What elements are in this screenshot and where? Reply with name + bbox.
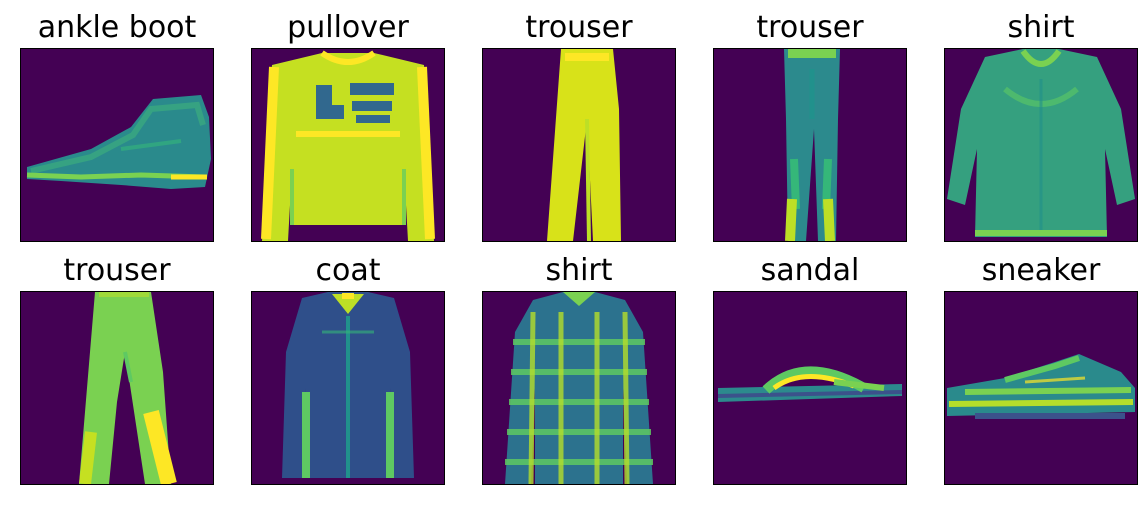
panel-title: coat <box>315 253 381 288</box>
sneaker-icon <box>947 354 1135 419</box>
coat-icon <box>282 292 414 478</box>
panel-image <box>251 48 445 242</box>
panel-title: sneaker <box>981 253 1101 288</box>
panel-image <box>944 48 1138 242</box>
trouser-icon <box>547 49 621 241</box>
panel-pullover: pullover <box>251 8 445 242</box>
panel-trouser: trouser <box>20 251 214 485</box>
panel-ankle-boot: ankle boot <box>20 8 214 242</box>
panel-title: trouser <box>756 10 864 45</box>
panel-sandal: sandal <box>713 251 907 485</box>
panel-sneaker: sneaker <box>944 251 1138 485</box>
panel-title: shirt <box>1007 10 1075 45</box>
panel-image <box>944 291 1138 485</box>
panel-title: ankle boot <box>37 10 197 45</box>
trouser-icon <box>784 49 840 241</box>
panel-shirt: shirt <box>482 251 676 485</box>
panel-trouser: trouser <box>482 8 676 242</box>
panel-image <box>20 48 214 242</box>
panel-title: trouser <box>63 253 171 288</box>
pullover-icon <box>261 50 435 241</box>
panel-trouser: trouser <box>713 8 907 242</box>
panel-image <box>251 291 445 485</box>
sandal-icon <box>717 366 903 402</box>
plaid-shirt-icon <box>505 292 653 484</box>
trouser-icon <box>79 292 177 484</box>
panel-image <box>713 48 907 242</box>
panel-image <box>482 48 676 242</box>
panel-coat: coat <box>251 251 445 485</box>
panel-title: pullover <box>287 10 409 45</box>
panel-title: shirt <box>545 253 613 288</box>
ankle-boot-icon <box>26 95 211 189</box>
panel-title: sandal <box>760 253 860 288</box>
shirt-icon <box>947 49 1135 237</box>
panel-image <box>482 291 676 485</box>
panel-image <box>20 291 214 485</box>
panel-shirt: shirt <box>944 8 1138 242</box>
panel-image <box>713 291 907 485</box>
panel-title: trouser <box>525 10 633 45</box>
